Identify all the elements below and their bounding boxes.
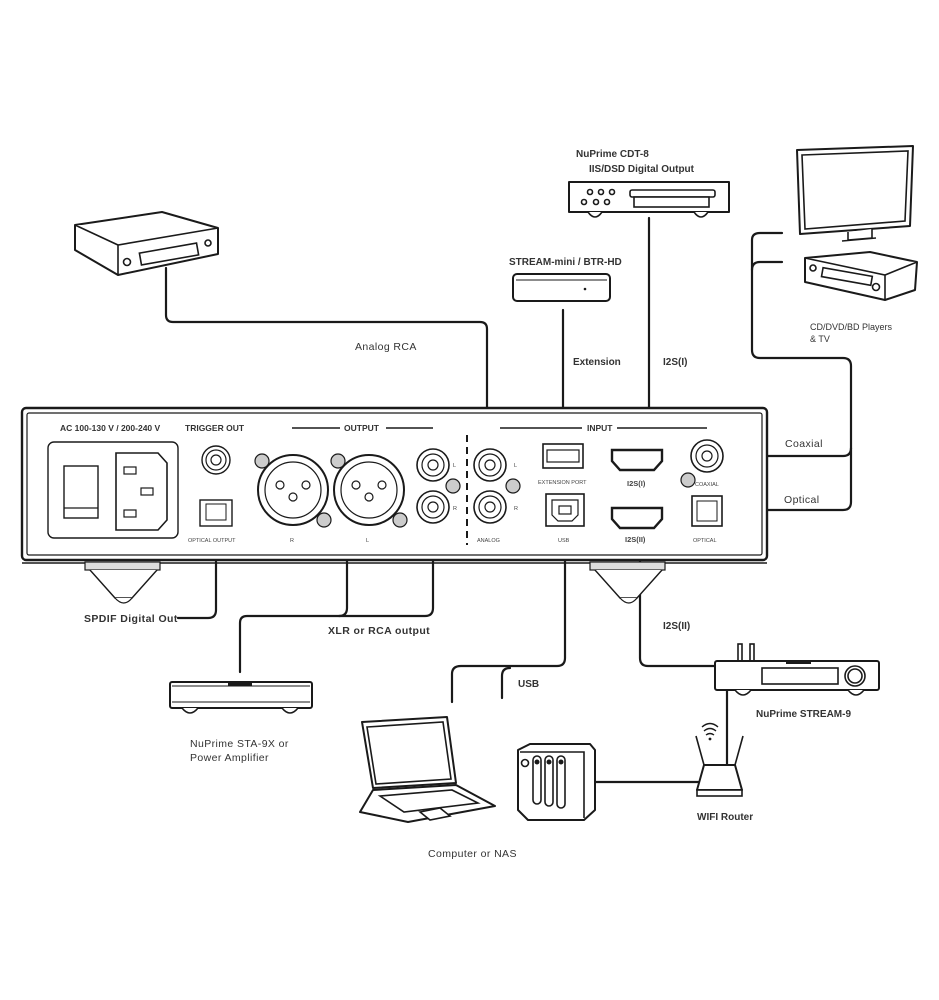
extension-port[interactable] xyxy=(542,443,584,469)
cable-tv xyxy=(750,231,784,272)
analog-source-receiver xyxy=(74,211,219,276)
cdt8-transport xyxy=(568,181,730,218)
trigger-jack[interactable] xyxy=(201,445,231,475)
i2s1-port-label: I2S(I) xyxy=(627,479,646,488)
optical-port-label: OPTICAL xyxy=(693,538,717,544)
stream9-device xyxy=(714,643,880,696)
rca-out-l-label: L xyxy=(453,463,456,469)
input-group-label: INPUT xyxy=(587,423,613,433)
cd-players-label-line1: CD/DVD/BD Players xyxy=(810,322,893,332)
analog-l-label: L xyxy=(514,463,517,469)
trigger-label: TRIGGER OUT xyxy=(185,423,245,433)
extension-port-label: EXTENSION PORT xyxy=(538,480,587,486)
panel-foot-right xyxy=(589,561,666,604)
coaxial-port-label: COAXIAL xyxy=(695,482,719,488)
analog-r-label: R xyxy=(514,506,518,512)
i2s1-label: I2S(I) xyxy=(663,357,687,368)
xlr-output-r[interactable] xyxy=(257,454,329,526)
cable-rca-out xyxy=(337,508,435,618)
coaxial-input[interactable] xyxy=(690,439,724,473)
xlr-rca-output-label: XLR or RCA output xyxy=(328,625,430,637)
cdt8-name: NuPrime CDT-8 xyxy=(576,149,649,160)
analog-rca-label: Analog RCA xyxy=(355,341,417,353)
rca-output-r[interactable] xyxy=(416,490,450,524)
rca-output-l[interactable] xyxy=(416,448,450,482)
amplifier-label-line1: NuPrime STA-9X or xyxy=(190,738,289,750)
tv-icon xyxy=(796,145,914,242)
cable-usb-nas xyxy=(500,666,512,700)
i2s2-port-label: I2S(II) xyxy=(625,535,646,544)
analog-input-l[interactable] xyxy=(473,448,507,482)
amplifier-label-line2: Power Amplifier xyxy=(190,752,269,764)
coaxial-label: Coaxial xyxy=(785,438,823,450)
optical-label: Optical xyxy=(784,494,819,506)
xlr-l-label: L xyxy=(366,538,369,544)
laptop-icon xyxy=(359,716,496,823)
cable-i2s2 xyxy=(638,518,717,668)
stream-mini-name: STREAM-mini / BTR-HD xyxy=(509,257,622,268)
usb-port-label: USB xyxy=(558,538,570,544)
spdif-out-label: SPDIF Digital Out xyxy=(84,613,178,625)
analog-label: ANALOG xyxy=(477,538,500,544)
wifi-router-icon xyxy=(695,735,744,797)
cdt8-description: IIS/DSD Digital Output xyxy=(589,164,695,175)
extension-label: Extension xyxy=(573,357,621,368)
stream-mini-device xyxy=(512,273,611,302)
rear-panel: AC 100-130 V / 200-240 V TRIGGER OUT OPT… xyxy=(20,406,769,604)
screws xyxy=(254,453,696,528)
power-label: AC 100-130 V / 200-240 V xyxy=(60,423,161,433)
i2s1-hdmi-port[interactable] xyxy=(610,448,664,472)
computer-nas-label: Computer or NAS xyxy=(428,848,517,860)
power-amplifier-device xyxy=(169,681,313,714)
xlr-r-label: R xyxy=(290,538,294,544)
nas-icon xyxy=(517,743,596,821)
cable-analog-rca xyxy=(164,266,489,462)
wifi-router-label: WIFI Router xyxy=(697,812,753,823)
i2s2-label: I2S(II) xyxy=(663,621,690,632)
analog-input-r[interactable] xyxy=(473,490,507,524)
cable-optical xyxy=(710,446,853,512)
optical-input[interactable] xyxy=(691,495,723,527)
cable-xlr-rca xyxy=(238,518,349,674)
i2s2-hdmi-port[interactable] xyxy=(610,506,664,530)
optical-output-label: OPTICAL OUTPUT xyxy=(188,538,236,544)
cable-usb xyxy=(450,508,567,704)
rca-out-r-label: R xyxy=(453,506,457,512)
cable-spdif xyxy=(176,518,218,620)
cd-players-label-line2: & TV xyxy=(810,334,830,344)
panel-foot-left xyxy=(84,561,161,604)
usb-label: USB xyxy=(518,679,539,690)
cd-dvd-player-icon xyxy=(804,251,918,301)
xlr-output-l[interactable] xyxy=(333,454,405,526)
iec-power-socket[interactable] xyxy=(115,452,168,531)
optical-output-port[interactable] xyxy=(199,499,233,527)
stream9-label: NuPrime STREAM-9 xyxy=(756,709,851,720)
output-group-label: OUTPUT xyxy=(344,423,380,433)
wifi-signal-icon xyxy=(701,722,719,741)
usb-b-port[interactable] xyxy=(545,493,585,527)
